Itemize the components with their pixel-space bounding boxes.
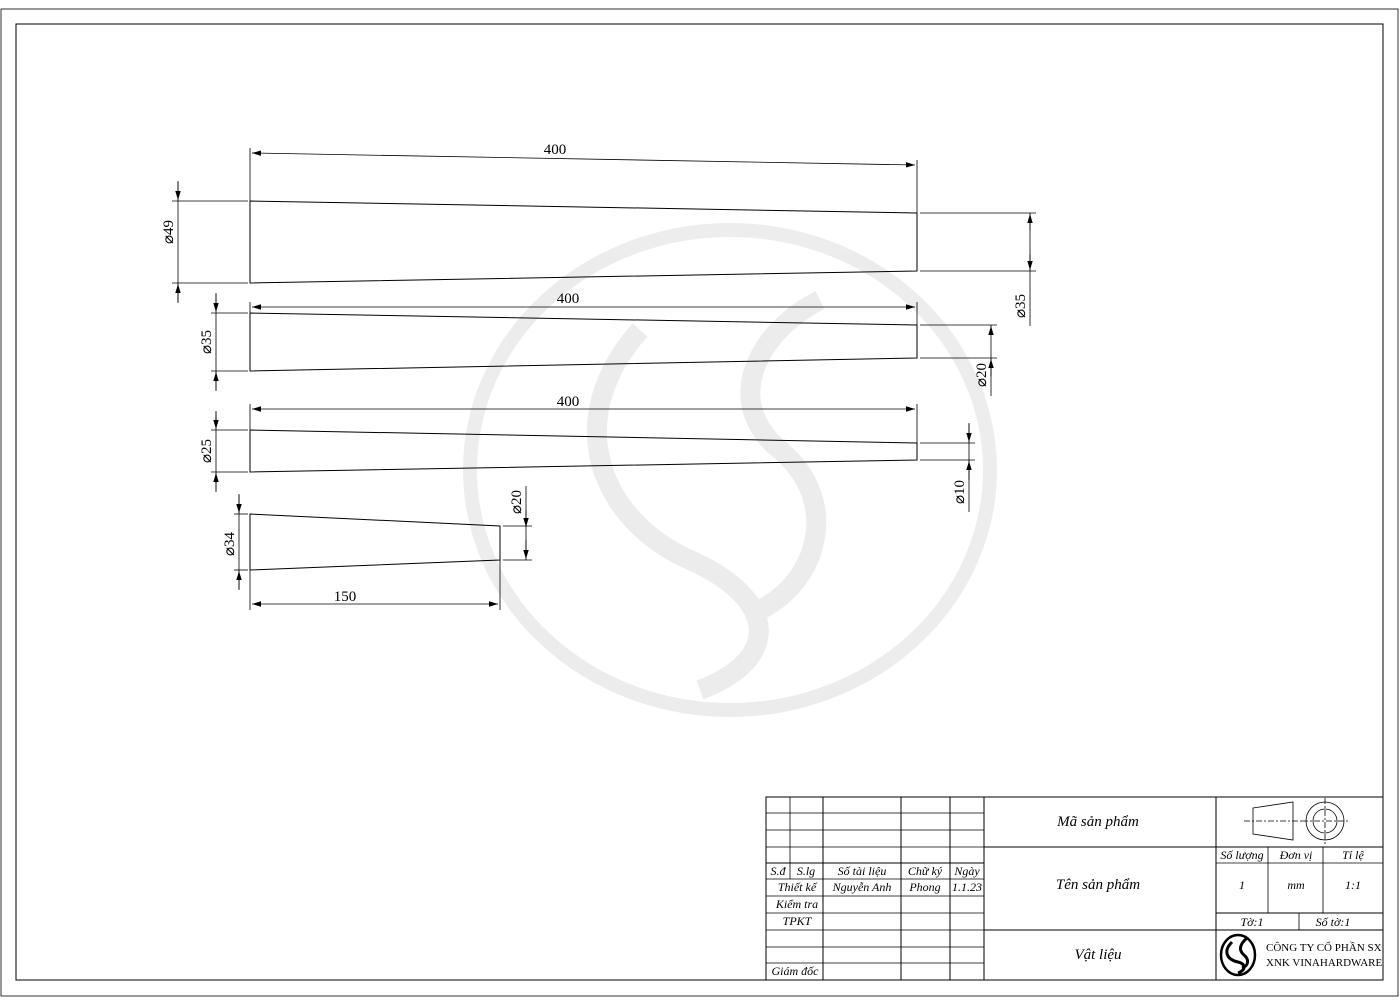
revision-table: S.đ S.lg Số tài liệu Chữ ký Ngày Thiết k… xyxy=(766,797,985,980)
inner-frame xyxy=(15,23,1384,981)
header-date: Ngày xyxy=(953,864,980,878)
product-code-label: Mã sản phẩm xyxy=(1056,814,1139,830)
part-1-large-dia-label: ⌀49 xyxy=(161,220,177,244)
title-block-frame xyxy=(765,796,1384,981)
part-4-length-label: 150 xyxy=(334,589,357,605)
part-2-view: 400 ⌀35 ⌀20 xyxy=(199,291,997,396)
designer-label: Thiết kế xyxy=(778,880,818,894)
material-label: Vật liệu xyxy=(1074,947,1121,963)
company-logo-icon xyxy=(1219,933,1257,977)
checker-label: Kiểm tra xyxy=(775,897,818,911)
header-slg: S.lg xyxy=(797,864,815,878)
unit-header: Đơn vị xyxy=(1279,848,1313,862)
part-2-large-dia-label: ⌀35 xyxy=(199,330,215,354)
designer-signature: Phong xyxy=(908,880,940,894)
part-3-small-dia-label: ⌀10 xyxy=(952,480,968,504)
part-3-view: 400 ⌀25 ⌀10 xyxy=(199,394,975,512)
header-signature: Chữ ký xyxy=(908,864,943,878)
part-2-profile xyxy=(249,312,918,372)
title-block: S.đ S.lg Số tài liệu Chữ ký Ngày Thiết k… xyxy=(765,796,1384,981)
unit-value: mm xyxy=(1287,878,1305,892)
part-2-small-dia-label: ⌀20 xyxy=(974,363,990,387)
part-1-small-dia-label: ⌀35 xyxy=(1013,294,1029,318)
part-4-view: 150 ⌀34 ⌀20 xyxy=(222,486,532,610)
watermark-logo xyxy=(463,223,997,717)
part-1-length-label: 400 xyxy=(544,142,567,158)
company-name-line1: CÔNG TY CỔ PHẦN SX xyxy=(1266,941,1382,954)
designer-date: 1.1.23 xyxy=(952,880,982,894)
scale-header: Tỉ lệ xyxy=(1342,848,1364,862)
company-name-line2: XNK VINAHARDWARE xyxy=(1266,957,1382,969)
tpkt-label: TPKT xyxy=(783,914,813,928)
part-1-view: 400 ⌀49 ⌀35 xyxy=(161,142,1036,326)
director-label: Giám đốc xyxy=(772,964,820,978)
header-sd: S.đ xyxy=(771,864,787,878)
outer-border xyxy=(0,8,1399,997)
projection-symbol-icon xyxy=(1244,798,1348,844)
part-2-length-label: 400 xyxy=(557,291,580,307)
header-doc-no: Số tài liệu xyxy=(838,864,887,878)
sheet-label: Tờ:1 xyxy=(1240,915,1263,929)
part-3-length-label: 400 xyxy=(557,394,580,410)
part-3-large-dia-label: ⌀25 xyxy=(199,439,215,463)
scale-value: 1:1 xyxy=(1345,878,1361,892)
part-1-profile xyxy=(249,200,918,284)
sheet-count-label: Số tờ:1 xyxy=(1316,915,1351,929)
part-4-small-dia-label: ⌀20 xyxy=(509,490,525,514)
part-3-profile xyxy=(249,429,918,473)
quantity-header: Số lượng xyxy=(1220,848,1263,862)
product-name-label: Tên sản phẩm xyxy=(1056,877,1140,893)
part-1-length-dim-line xyxy=(251,150,916,168)
quantity-value: 1 xyxy=(1239,878,1245,892)
designer-name: Nguyễn Anh xyxy=(832,880,892,894)
part-4-profile xyxy=(249,513,501,571)
part-4-large-dia-label: ⌀34 xyxy=(222,531,238,556)
